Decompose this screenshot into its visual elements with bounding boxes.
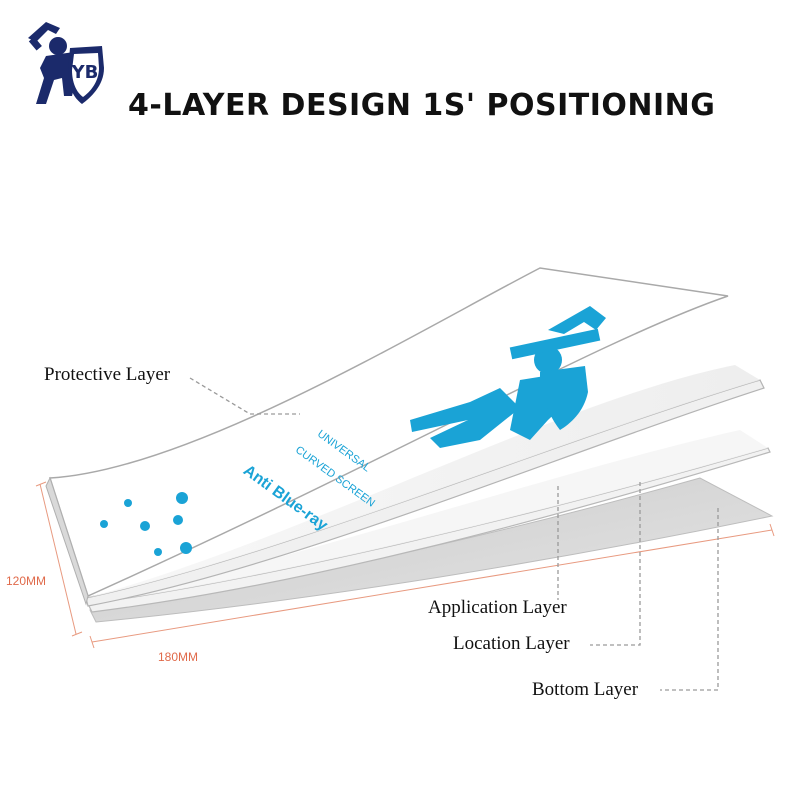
film-print-icons	[100, 492, 192, 556]
film-print-logo	[410, 306, 606, 448]
leader-lines	[189, 377, 719, 691]
location-layer-label: Location Layer	[453, 633, 570, 654]
bottom-layer-label: Bottom Layer	[532, 679, 639, 700]
logo-lettering: YB	[71, 62, 99, 83]
page-title: 4-LAYER DESIGN 1S' POSITIONING	[128, 88, 716, 123]
protective-layer-label: Protective Layer	[44, 364, 171, 385]
dimension-lines	[35, 481, 775, 649]
protective-layer-sheet	[48, 267, 729, 598]
brand-logo: YB	[28, 22, 104, 104]
application-layer-label: Application Layer	[428, 597, 567, 618]
width-dimension-label: 180MM	[158, 650, 199, 664]
height-dimension-label: 120MM	[6, 574, 47, 588]
